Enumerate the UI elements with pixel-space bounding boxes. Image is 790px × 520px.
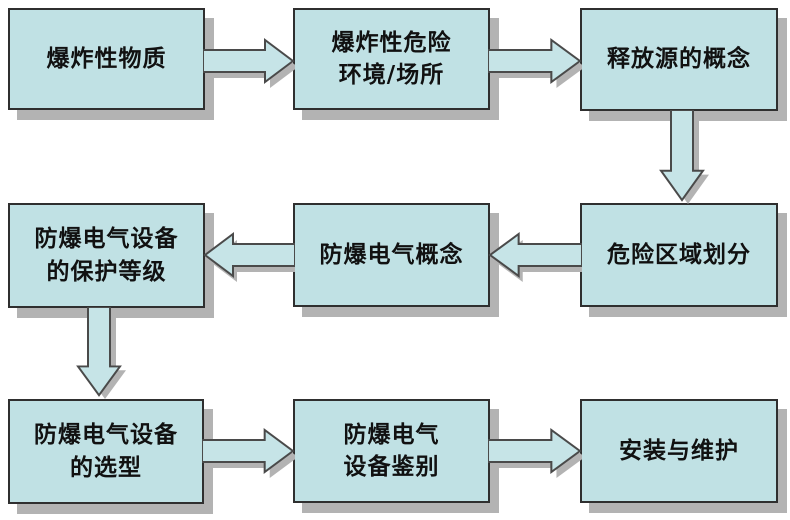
arrow-right-environment-to-release-source <box>488 38 582 88</box>
flow-node-label: 危险区域划分 <box>607 241 751 268</box>
arrow-right-substance-to-environment <box>203 38 295 88</box>
arrow-right-type-selection-to-identification <box>202 428 295 478</box>
flow-node-equipment-identification: 防爆电气 设备鉴别 <box>293 399 490 503</box>
flow-node-label: 防爆电气 设备鉴别 <box>343 421 440 480</box>
flow-node-label: 防爆电气设备 的保护等级 <box>34 226 179 285</box>
flow-node-equipment-protection-level: 防爆电气设备 的保护等级 <box>8 203 205 308</box>
flow-node-label: 安装与维护 <box>619 437 739 464</box>
flow-node-label: 爆炸性危险 环境/场所 <box>331 29 452 88</box>
flow-node-release-source-concept: 释放源的概念 <box>580 8 778 111</box>
arrow-down-protection-level-to-type-selection <box>76 307 126 399</box>
flow-node-explosive-substance: 爆炸性物质 <box>8 8 205 110</box>
arrow-left-area-classification-to-electric-concept <box>488 232 582 282</box>
flow-node-label: 释放源的概念 <box>607 46 751 73</box>
arrow-right-identification-to-installation <box>488 428 582 478</box>
flow-node-label: 爆炸性物质 <box>46 45 167 72</box>
arrow-down-release-source-to-area-classification <box>659 110 709 204</box>
arrow-left-electric-concept-to-protection-level <box>203 232 295 282</box>
flow-node-explosion-proof-electric-concept: 防爆电气概念 <box>293 203 490 307</box>
flow-node-label: 防爆电气设备 的选型 <box>34 422 178 481</box>
flow-node-explosive-hazardous-environment: 爆炸性危险 环境/场所 <box>293 8 490 110</box>
flow-node-label: 防爆电气概念 <box>319 241 464 268</box>
flow-node-installation-and-maintenance: 安装与维护 <box>580 399 778 503</box>
flow-node-equipment-type-selection: 防爆电气设备 的选型 <box>8 399 204 504</box>
flow-node-hazardous-area-classification: 危险区域划分 <box>580 203 778 307</box>
